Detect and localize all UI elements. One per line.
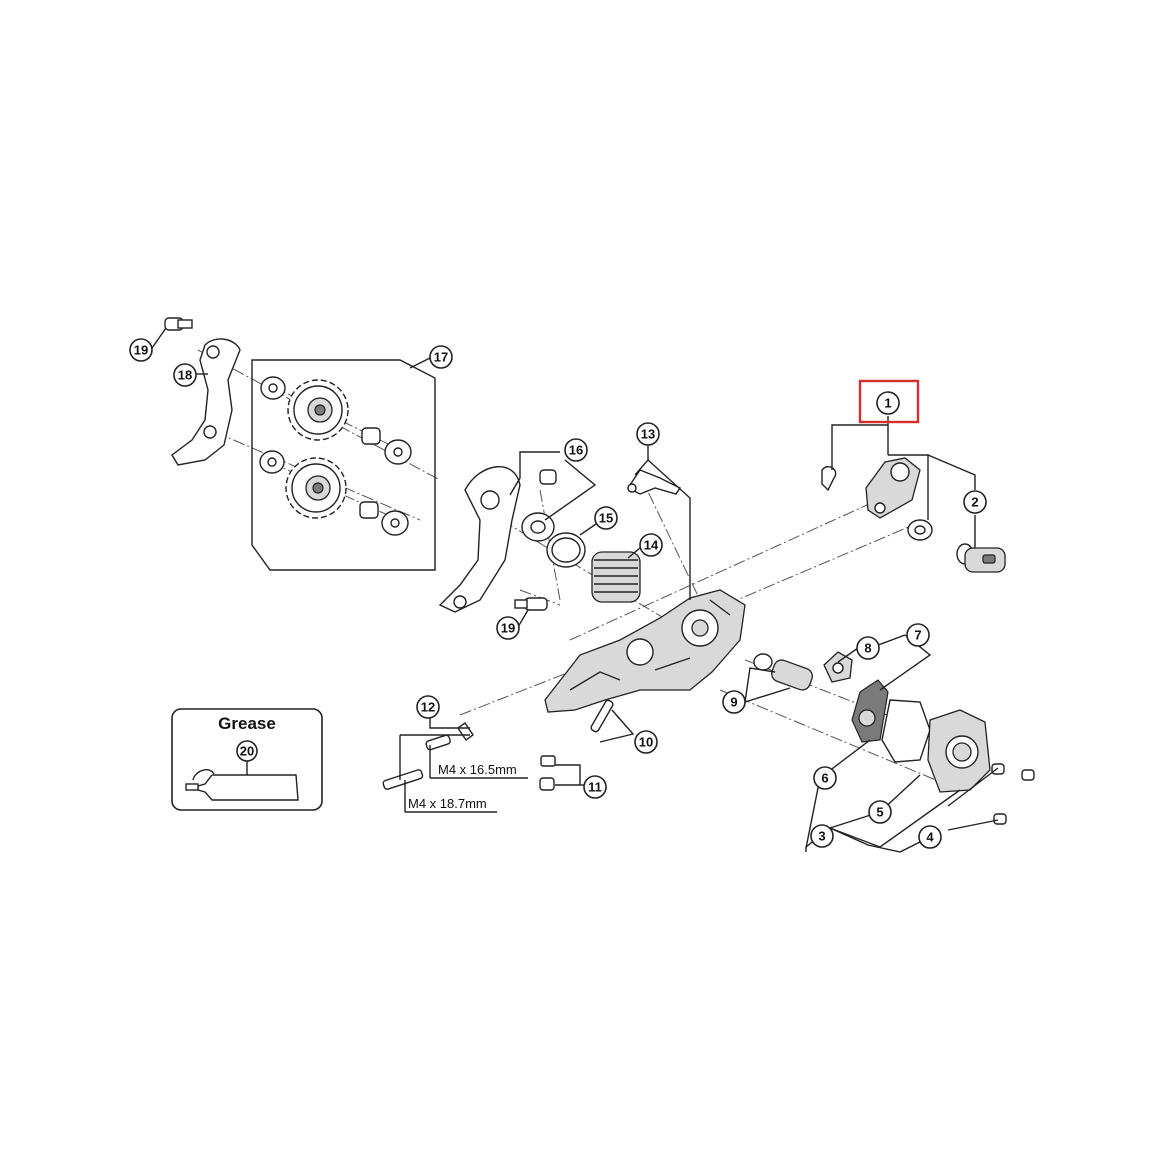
link-pin [590, 699, 614, 733]
grease-title: Grease [218, 714, 276, 733]
main-body [544, 589, 746, 713]
callout-14: 14 [639, 533, 663, 557]
pulley-set-box [251, 359, 436, 571]
callout-15: 15 [594, 506, 618, 530]
inner-cage-plate [438, 466, 521, 613]
svg-text:20: 20 [240, 744, 254, 759]
adjust-bolt [539, 755, 556, 791]
callout-12: 12 [416, 695, 440, 719]
callout-11: 11 [583, 775, 607, 799]
grease-box: Grease 20 [171, 708, 323, 811]
callout-20: 20 [236, 740, 258, 762]
svg-text:7: 7 [914, 628, 921, 643]
callout-18: 18 [173, 363, 197, 387]
callout-4: 4 [918, 825, 942, 849]
callout-2: 2 [963, 490, 987, 514]
callout-5: 5 [868, 800, 892, 824]
tension-spring [591, 551, 641, 603]
svg-text:5: 5 [876, 805, 883, 820]
svg-text:2: 2 [971, 495, 978, 510]
shaft-clamp [823, 651, 853, 683]
callout-19-bottom: 19 [496, 616, 520, 640]
o-ring [881, 699, 931, 763]
callout-7: 7 [906, 623, 930, 647]
svg-text:4: 4 [926, 830, 934, 845]
svg-text:19: 19 [134, 343, 148, 358]
bolt-spec-labels: M4 x 16.5mm M4 x 18.7mm [408, 762, 517, 811]
fixing-bolts [382, 722, 474, 790]
svg-text:18: 18 [178, 368, 192, 383]
cover-screws [991, 763, 1035, 825]
pulley-set-parts [259, 376, 412, 536]
b-axle-assembly [821, 457, 933, 541]
cable-guide [626, 469, 682, 495]
svg-text:13: 13 [641, 427, 655, 442]
mounting-bolt [956, 543, 1006, 573]
svg-text:14: 14 [644, 538, 659, 553]
outer-cage-plate [171, 338, 241, 466]
svg-text:10: 10 [639, 735, 653, 750]
callout-17: 17 [429, 345, 453, 369]
svg-text:3: 3 [818, 829, 825, 844]
bolt-spec-long: M4 x 18.7mm [408, 796, 487, 811]
svg-text:17: 17 [434, 350, 448, 365]
stabilizer-cover [927, 709, 991, 793]
callout-10: 10 [634, 730, 658, 754]
grease-tube [185, 769, 299, 801]
callout-3: 3 [810, 824, 834, 848]
callout-9: 9 [722, 690, 746, 714]
svg-text:16: 16 [569, 443, 583, 458]
cage-bolt-top [164, 317, 193, 331]
cage-bolt-bottom [514, 597, 548, 611]
svg-text:12: 12 [421, 700, 435, 715]
highlight-box [858, 379, 920, 424]
axle-shaft [753, 653, 813, 691]
svg-text:9: 9 [730, 695, 737, 710]
stabilizer-unit [851, 679, 889, 743]
svg-text:11: 11 [588, 780, 602, 795]
bolt-spec-short: M4 x 16.5mm [438, 762, 517, 777]
callout-8: 8 [856, 636, 880, 660]
svg-text:6: 6 [821, 771, 828, 786]
callout-1: 1 [876, 391, 900, 415]
svg-text:1: 1 [884, 396, 891, 411]
svg-text:8: 8 [864, 641, 871, 656]
callout-6: 6 [813, 766, 837, 790]
svg-text:15: 15 [599, 511, 613, 526]
seal-ring [546, 532, 586, 568]
svg-text:19: 19 [501, 621, 515, 636]
callout-19-top: 19 [129, 338, 153, 362]
callout-13: 13 [636, 422, 660, 446]
callout-16: 16 [564, 438, 588, 462]
cage-bushing [539, 469, 557, 485]
leader-lines [151, 327, 999, 853]
